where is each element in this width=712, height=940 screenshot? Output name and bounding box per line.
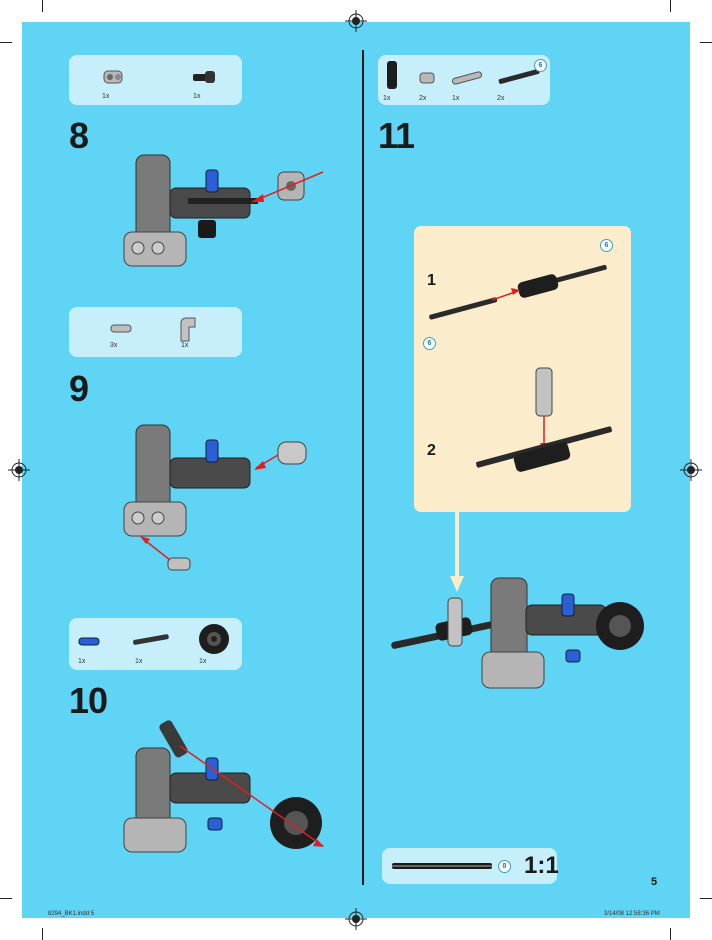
- subassembly-illustration: [429, 264, 612, 472]
- registration-mark-icon: [680, 459, 702, 481]
- registration-mark-icon: [8, 459, 30, 481]
- crop-mark: [42, 0, 43, 12]
- assembly-step-10-illustration: [123, 720, 324, 853]
- axle-length-badge: 6: [534, 59, 547, 72]
- crop-mark: [670, 0, 671, 12]
- part-qty: 1x: [78, 658, 86, 665]
- assembly-step-9-illustration: [123, 424, 307, 571]
- assembly-step-11-illustration: [391, 577, 644, 689]
- page-number: 5: [651, 876, 658, 888]
- axle-6-black-icon: [498, 69, 540, 84]
- part-qty: 3x: [110, 342, 118, 349]
- part-qty: 1x: [135, 658, 143, 665]
- scale-label: 1:1: [524, 852, 559, 879]
- part-qty: 1x: [452, 95, 460, 102]
- bush-gray-icon: [419, 72, 435, 84]
- step-number: 9: [69, 368, 89, 409]
- parts-callout-step-8: 1x 1x: [69, 55, 242, 105]
- crop-mark: [0, 898, 12, 899]
- step-number: 11: [378, 115, 415, 156]
- connector-arrow: [450, 512, 464, 592]
- step-number: 10: [69, 680, 108, 721]
- part-qty: 2x: [419, 95, 427, 102]
- part-qty: 2x: [497, 95, 505, 102]
- step-number: 8: [69, 115, 89, 156]
- axle-pin-black-icon: [193, 71, 215, 83]
- pin-gray-icon: [110, 324, 132, 333]
- assembly-step-8-illustration: [123, 154, 324, 267]
- crop-mark: [42, 928, 43, 940]
- crop-mark: [0, 42, 12, 43]
- crop-mark: [700, 898, 712, 899]
- parts-callout-step-11: 1x 2x 1x 6 2x: [378, 55, 550, 105]
- print-slug-file: 8294_BK1.indd 5: [48, 911, 95, 917]
- print-slug-timestamp: 3/14/08 12:58:36 PM: [604, 911, 660, 917]
- scale-reference-box: 8: [382, 848, 557, 884]
- crop-mark: [670, 928, 671, 940]
- parts-callout-step-9: 3x 1x: [69, 307, 242, 357]
- wheel-hub-black-icon: [199, 624, 229, 654]
- axle-black-icon: [133, 634, 169, 645]
- column-divider: [362, 50, 364, 885]
- part-qty: 1x: [383, 95, 391, 102]
- part-qty: 1x: [199, 658, 207, 665]
- axle-joiner-black-icon: [387, 61, 397, 89]
- axle-length-badge: 8: [498, 860, 511, 873]
- elbow-connector-gray-icon: [180, 317, 196, 342]
- registration-mark-icon: [345, 908, 367, 930]
- axle-length-badge: 6: [423, 337, 436, 350]
- part-qty: 1x: [193, 93, 201, 100]
- crop-mark: [700, 42, 712, 43]
- parts-callout-step-10: 1x 1x 1x: [69, 618, 242, 670]
- pin-long-gray-icon: [451, 71, 483, 85]
- substep-number: 1: [427, 272, 436, 289]
- axle-length-badge: 6: [600, 239, 613, 252]
- pin-connector-gray-icon: [103, 70, 123, 84]
- registration-mark-icon: [345, 10, 367, 32]
- axle-pin-blue-icon: [78, 637, 100, 646]
- axle-scale-reference-icon: [392, 863, 492, 869]
- part-qty: 1x: [181, 342, 189, 349]
- substep-number: 2: [427, 442, 436, 459]
- part-qty: 1x: [102, 93, 110, 100]
